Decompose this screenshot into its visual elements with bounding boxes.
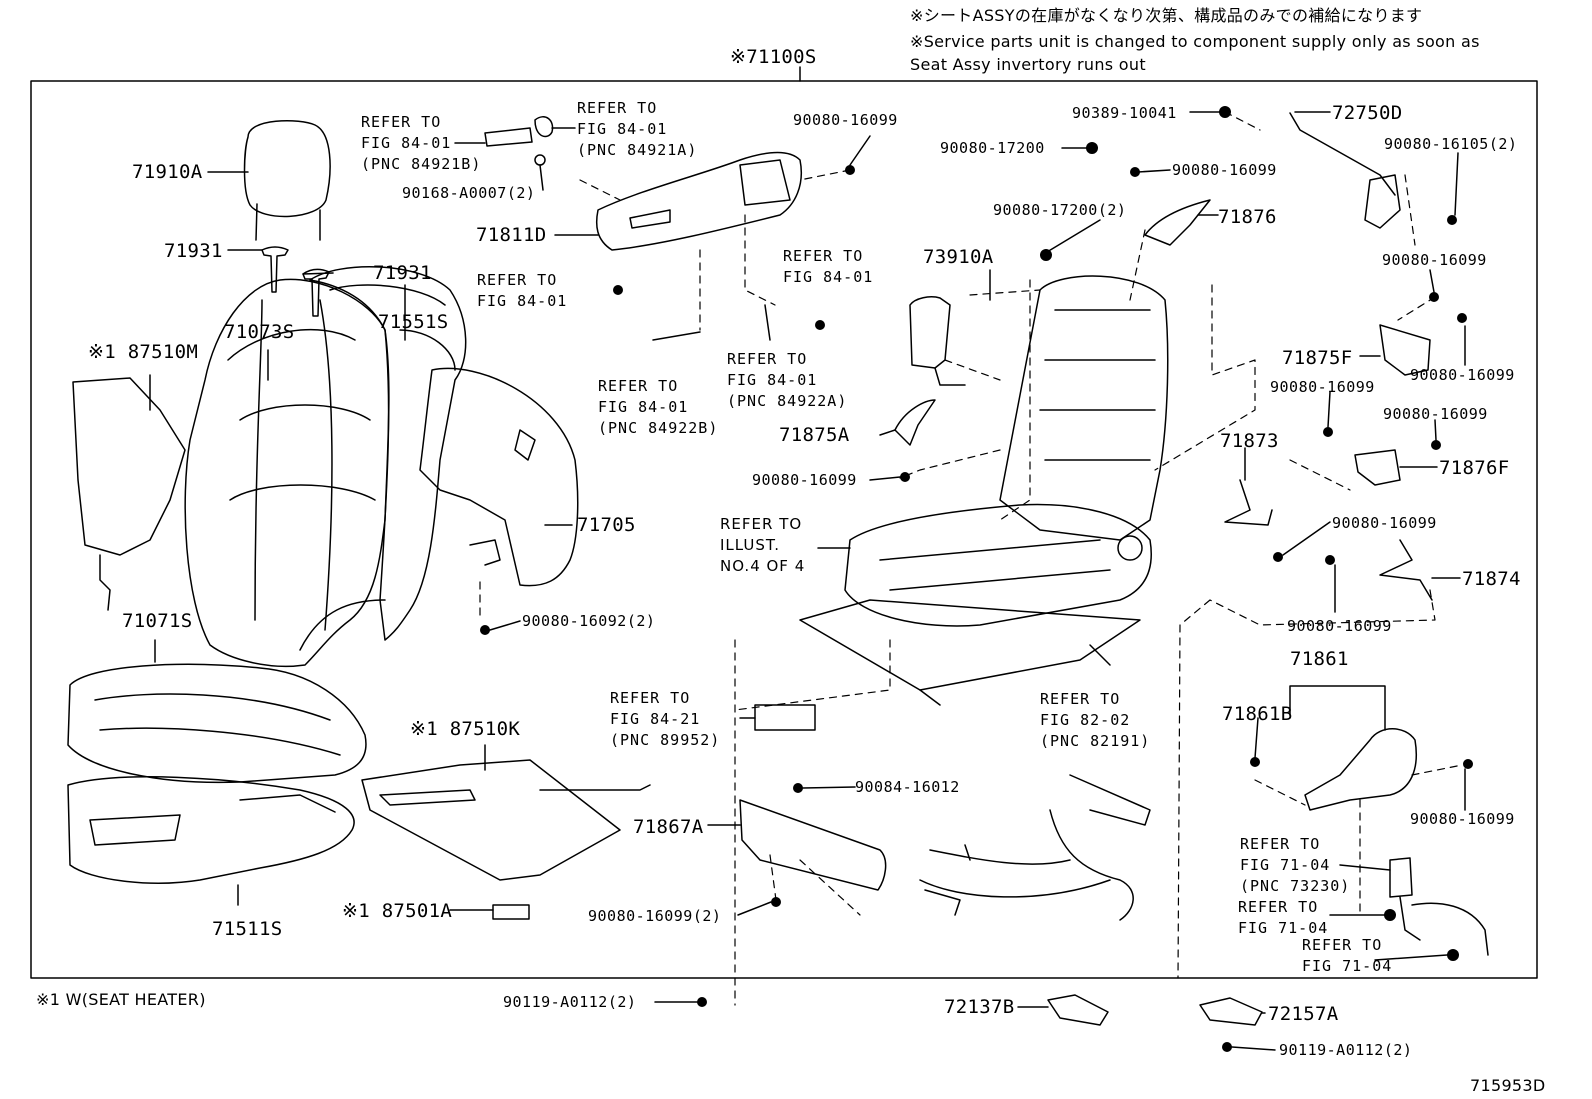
part-71931-a: 71931 <box>164 240 223 262</box>
part-72750D: 72750D <box>1332 102 1403 124</box>
headrest-guides <box>261 246 330 317</box>
bracket-71874 <box>1379 539 1433 601</box>
part-72137B: 72137B <box>944 996 1015 1018</box>
part-72157A: 72157A <box>1268 1003 1339 1025</box>
cover-72137B <box>1047 994 1109 1026</box>
cover-71876F <box>1354 449 1401 486</box>
part-90080-16099-f: 90080-16099 <box>1270 378 1375 396</box>
refer-fig-84-01-b: REFER TO FIG 84-01 <box>783 247 874 286</box>
knob-b <box>534 116 554 138</box>
seat-frame-drawing <box>799 275 1169 706</box>
harness-drawing <box>919 774 1151 921</box>
part-71811D: 71811D <box>476 224 547 246</box>
part-71071S: 71071S <box>122 610 193 632</box>
part-90119-A0112-a: 90119-A0112(2) <box>503 993 637 1011</box>
assembly-frame <box>30 80 1538 979</box>
part-71511S: 71511S <box>212 918 283 940</box>
bracket-71873 <box>1224 479 1273 526</box>
part-90080-16099-a: 90080-16099 <box>793 111 898 129</box>
buckle-drawing <box>1389 857 1489 956</box>
part-90080-16099-c: 90080-16099 <box>1172 161 1277 179</box>
cover-71875F <box>1379 324 1431 376</box>
part-90080-16105: 90080-16105(2) <box>1384 135 1518 153</box>
seatback-foam-drawing <box>309 266 467 641</box>
part-71875F: 71875F <box>1282 347 1353 369</box>
screw-90168 <box>534 154 546 166</box>
side-shield-drawing <box>595 151 802 251</box>
refer-fig-71-04-73230: REFER TO FIG 71-04 (PNC 73230) <box>1240 835 1351 895</box>
heater-switch-drawing <box>492 904 530 920</box>
knob-a <box>484 127 533 147</box>
note-jp: ※シートASSYの在庫がなくなり次第、構成品のみでの補給になります <box>910 6 1423 25</box>
part-71874: 71874 <box>1462 568 1521 590</box>
cover-71875A <box>894 399 936 446</box>
module-89952 <box>754 704 816 731</box>
part-71910A: 71910A <box>132 161 203 183</box>
refer-fig-84-01-84921A: REFER TO FIG 84-01 (PNC 84921A) <box>577 99 698 159</box>
part-71873: 71873 <box>1220 430 1279 452</box>
part-90080-16099-k: 90080-16099(2) <box>588 907 722 925</box>
cable-72750D <box>1289 112 1401 229</box>
part-71931-b: 71931 <box>373 262 432 284</box>
part-90080-17200-a: 90080-17200 <box>940 139 1045 157</box>
part-71073S: 71073S <box>224 321 295 343</box>
seatback-board-drawing <box>419 367 579 587</box>
part-71551S: 71551S <box>378 311 449 333</box>
part-71861B: 71861B <box>1222 703 1293 725</box>
side-cover-71867A <box>739 799 887 891</box>
part-90080-16099-g: 90080-16099 <box>1383 405 1488 423</box>
part-90084-16012: 90084-16012 <box>855 778 960 796</box>
assy-part-number: ※71100S <box>730 46 817 68</box>
part-90080-16099-i: 90080-16099 <box>1287 617 1392 635</box>
part-90080-16099-d: 90080-16099 <box>1382 251 1487 269</box>
cover-71861-drawing <box>1304 728 1417 811</box>
refer-fig-82-02: REFER TO FIG 82-02 (PNC 82191) <box>1040 690 1151 750</box>
seat-cushion-pad-drawing <box>67 776 355 884</box>
part-71867A: 71867A <box>633 816 704 838</box>
part-71876: 71876 <box>1218 206 1277 228</box>
part-87501A: ※1 87501A <box>342 900 453 922</box>
cover-71876 <box>1144 199 1211 246</box>
part-90080-16099-h: 90080-16099 <box>1332 514 1437 532</box>
part-71875A: 71875A <box>779 424 850 446</box>
part-90080-16099-b: 90080-16099 <box>752 471 857 489</box>
refer-fig-84-01-84922B: REFER TO FIG 84-01 (PNC 84922B) <box>598 377 719 437</box>
part-90389-10041: 90389-10041 <box>1072 104 1177 122</box>
part-90168-A0007: 90168-A0007(2) <box>402 184 536 202</box>
note-en-2: Seat Assy invertory runs out <box>910 55 1146 74</box>
part-73910A: 73910A <box>923 246 994 268</box>
back-heater-drawing <box>72 377 186 611</box>
diagram-id: 715953D <box>1470 1076 1546 1095</box>
leader-lines <box>149 111 1466 1051</box>
seat-cushion-cover-drawing <box>67 663 367 784</box>
part-90080-17200-b: 90080-17200(2) <box>993 201 1127 219</box>
refer-fig-84-21: REFER TO FIG 84-21 (PNC 89952) <box>610 689 721 749</box>
part-71705: 71705 <box>577 514 636 536</box>
part-90080-16092: 90080-16092(2) <box>522 612 656 630</box>
part-71861: 71861 <box>1290 648 1349 670</box>
part-90080-16099-j: 90080-16099 <box>1410 810 1515 828</box>
footnote-seat-heater: ※1 W(SEAT HEATER) <box>36 990 206 1009</box>
part-90119-A0112-b: 90119-A0112(2) <box>1279 1041 1413 1059</box>
side-airbag-drawing <box>909 296 966 386</box>
seatback-cover-drawing <box>184 278 390 668</box>
refer-fig-71-04-b: REFER TO FIG 71-04 <box>1302 936 1393 975</box>
part-71876F: 71876F <box>1439 457 1510 479</box>
part-90080-16099-e: 90080-16099 <box>1410 366 1515 384</box>
dashed-lines <box>479 111 1463 1006</box>
refer-fig-84-01-a: REFER TO FIG 84-01 <box>477 271 568 310</box>
refer-fig-84-01-84921B: REFER TO FIG 84-01 (PNC 84921B) <box>361 113 482 173</box>
refer-illust-no4: REFER TO ILLUST. NO.4 OF 4 <box>720 515 806 575</box>
bolts <box>480 106 1473 1052</box>
part-87510K: ※1 87510K <box>410 718 521 740</box>
cushion-heater-drawing <box>361 759 651 881</box>
part-87510M: ※1 87510M <box>88 341 199 363</box>
cover-72157A <box>1199 997 1263 1026</box>
note-en-1: ※Service parts unit is changed to compon… <box>910 32 1480 51</box>
refer-fig-71-04-a: REFER TO FIG 71-04 <box>1238 898 1329 937</box>
headrest-drawing <box>243 119 331 241</box>
refer-fig-84-01-84922A: REFER TO FIG 84-01 (PNC 84922A) <box>727 350 848 410</box>
